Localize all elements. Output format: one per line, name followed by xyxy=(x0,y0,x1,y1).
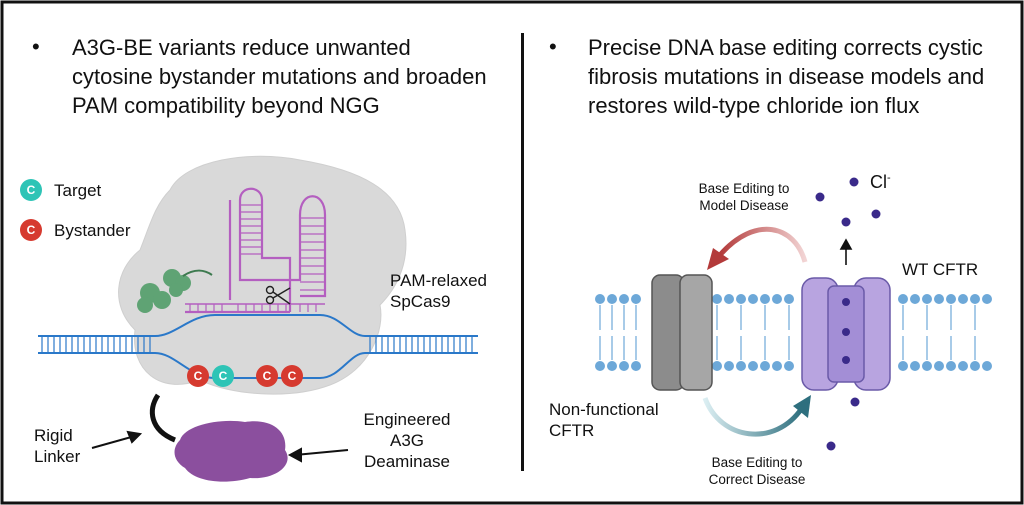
cas9-protein-shape xyxy=(118,155,407,395)
membrane-bilayer xyxy=(595,294,992,371)
target-legend-icon: C xyxy=(20,179,42,201)
base-editor-illustration xyxy=(38,155,478,482)
correct-disease-arrow xyxy=(702,397,805,437)
cftr-illustration xyxy=(595,177,992,451)
model-disease-label: Base Editing to Model Disease xyxy=(698,181,790,213)
chloride-ions xyxy=(815,177,881,451)
nonfunctional-cftr-channel xyxy=(651,274,713,391)
scissors-icon xyxy=(265,285,291,305)
deaminase-arrow xyxy=(287,447,349,463)
cas9-label: PAM-relaxed SpCas9 xyxy=(390,271,487,311)
target-base: C xyxy=(212,365,234,387)
bystander-base: C xyxy=(281,365,303,387)
rigid-linker-shape xyxy=(149,393,177,443)
wt-cftr-channel xyxy=(801,277,891,391)
chloride-label: Cl- xyxy=(870,172,891,192)
efflux-arrow xyxy=(839,238,853,265)
linker-arrow xyxy=(91,430,143,449)
membrane-tails xyxy=(599,305,976,360)
bystander-legend-icon: C xyxy=(20,219,42,241)
linker-domain-shape xyxy=(137,269,191,313)
dna-rungs xyxy=(41,336,473,353)
rna-rungs xyxy=(189,204,325,312)
deaminase-shape xyxy=(174,420,288,482)
correct-disease-label: Base Editing to Correct Disease xyxy=(708,455,806,487)
right-bullet-dot: • xyxy=(549,34,557,59)
bystander-base: C xyxy=(187,365,209,387)
left-bullet-dot: • xyxy=(32,34,40,59)
deaminase-label: Engineered A3G Deaminase xyxy=(363,410,451,471)
panel-divider xyxy=(521,33,524,471)
wt-cftr-label: WT CFTR xyxy=(902,260,979,279)
bystander-base: C xyxy=(256,365,278,387)
model-disease-arrow xyxy=(718,226,808,263)
right-bullet-text: Precise DNA base editing corrects cystic… xyxy=(588,35,985,118)
linker-label: Rigid Linker xyxy=(34,426,81,466)
target-legend-label: Target xyxy=(54,181,102,200)
bystander-legend-label: Bystander xyxy=(54,221,131,240)
nonfunctional-cftr-label: Non-functional CFTR xyxy=(549,400,659,440)
left-bullet-text: A3G-BE variants reduce unwanted cytosine… xyxy=(72,35,487,118)
